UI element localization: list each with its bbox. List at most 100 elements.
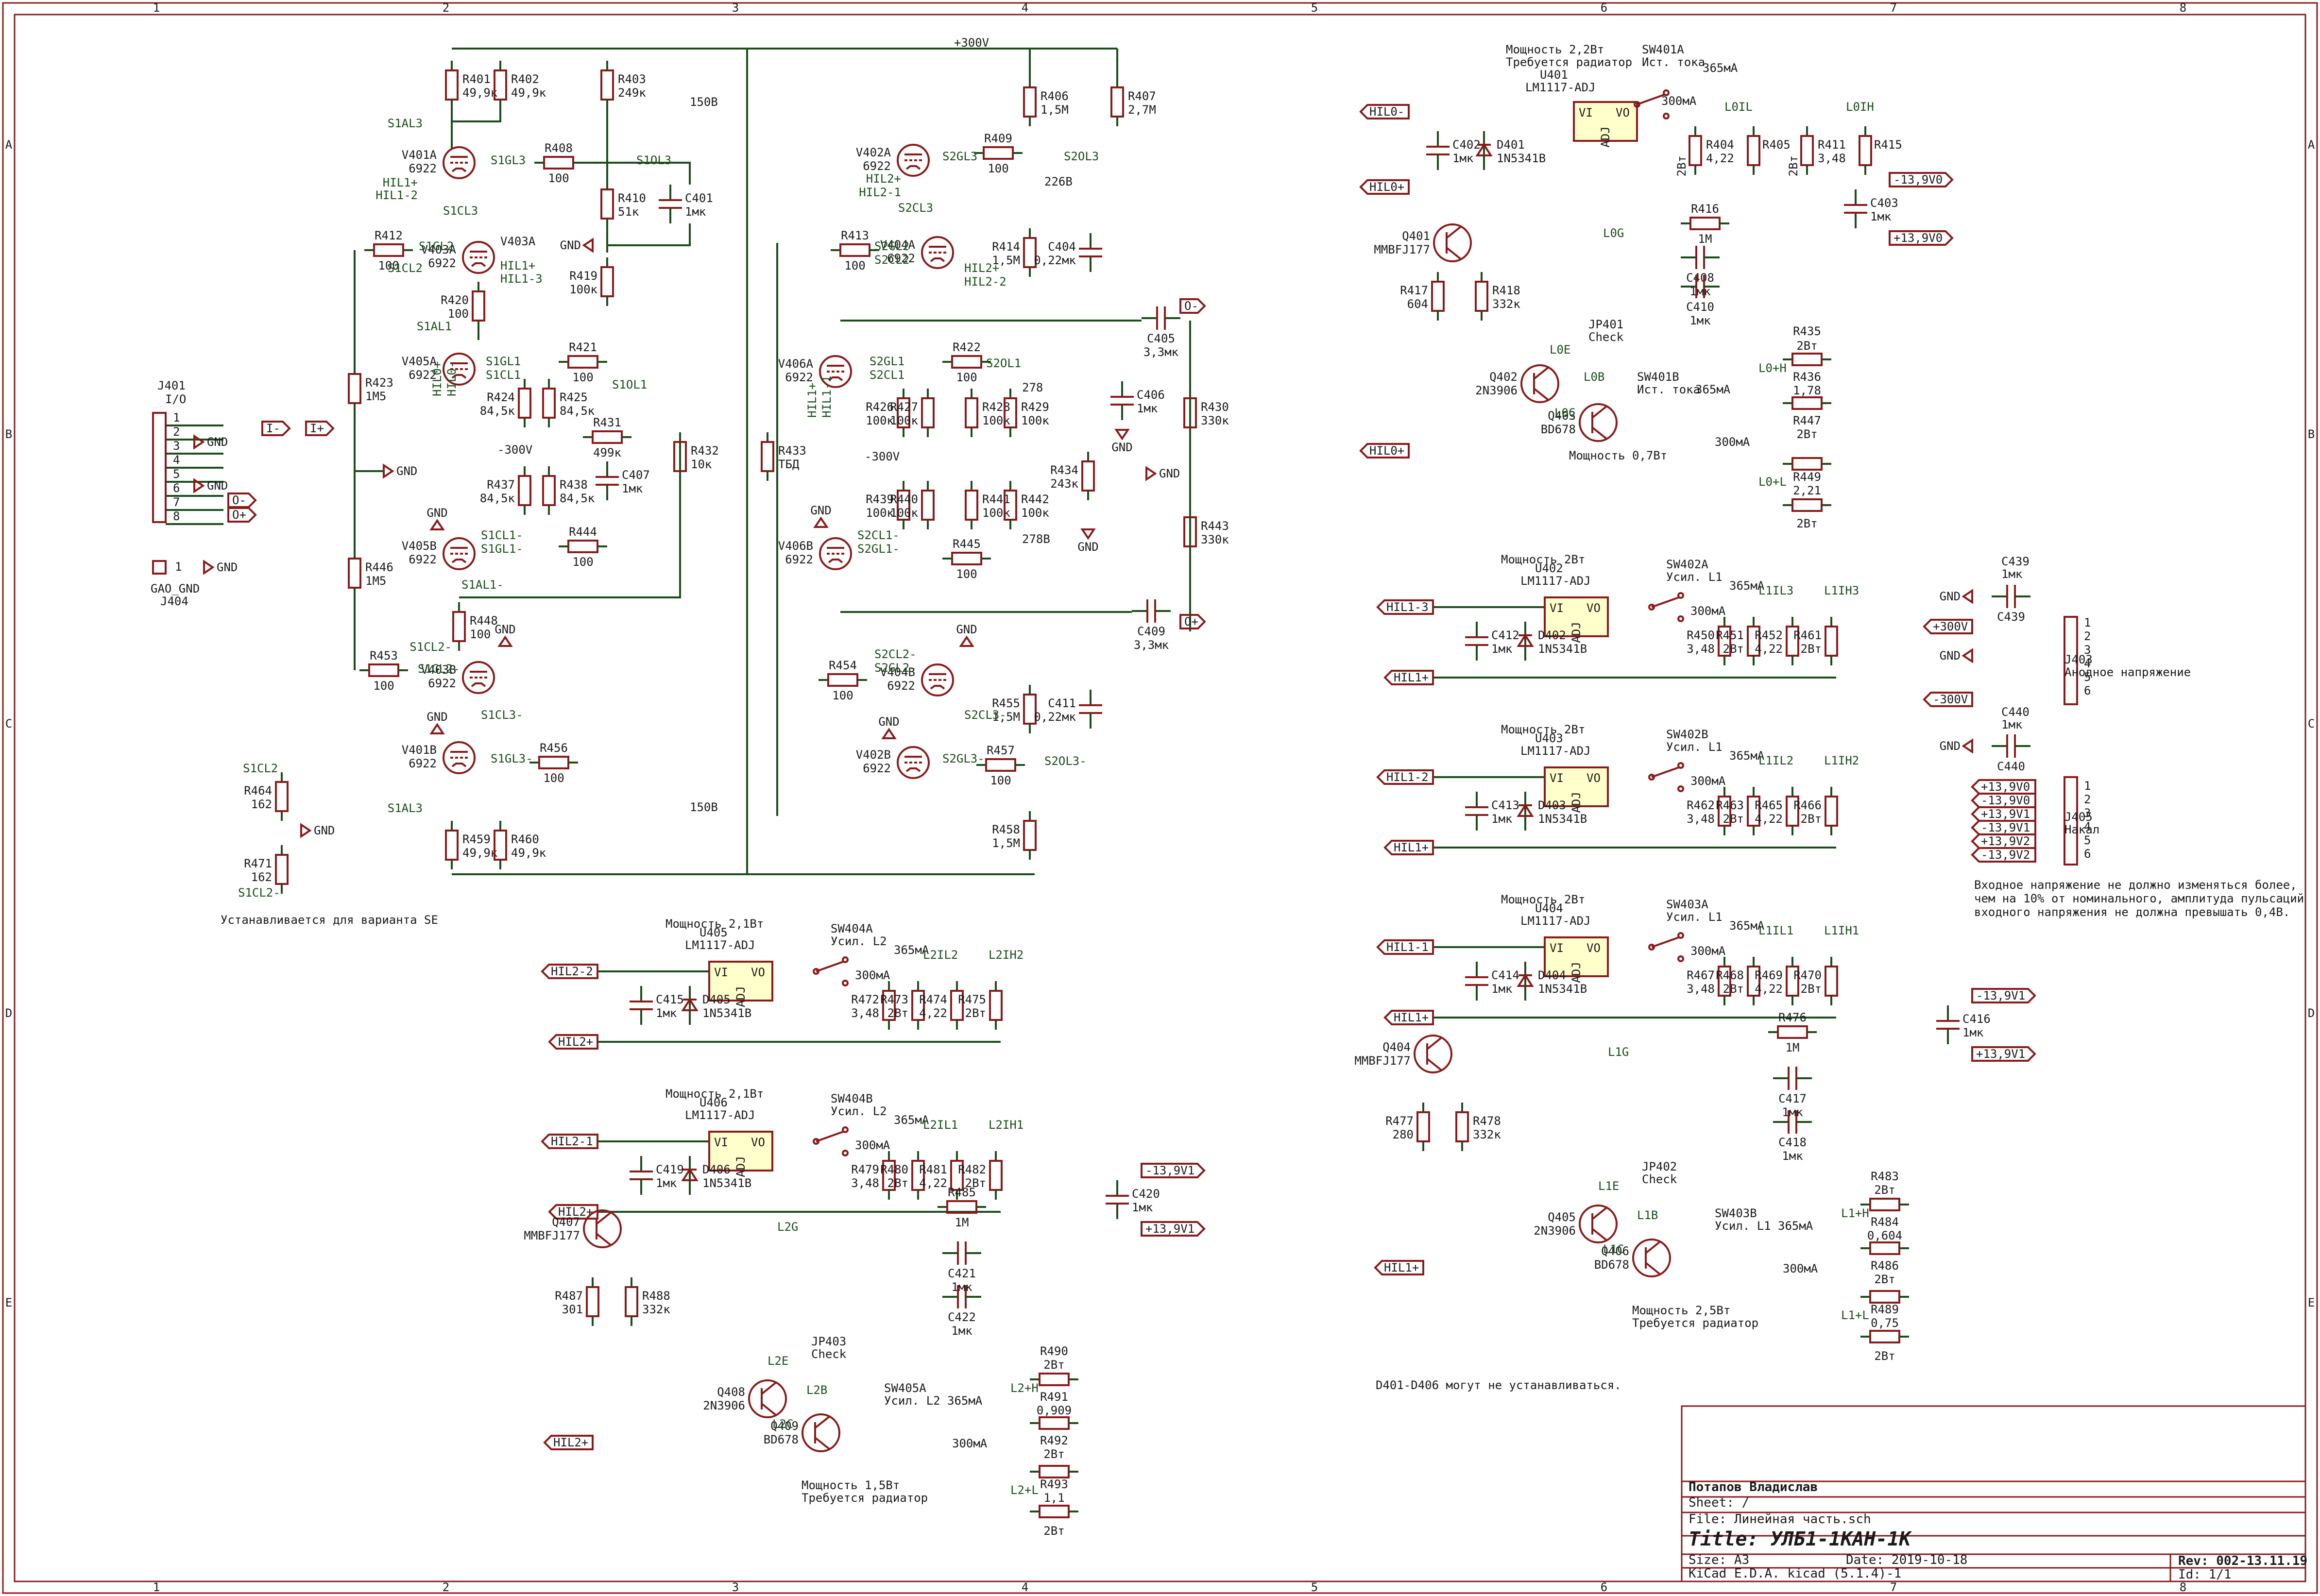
cs-jp-ref: JP402 <box>1642 1160 1677 1173</box>
j401-pin: 5 <box>173 467 180 481</box>
value: 162 <box>251 798 272 811</box>
resistor- <box>1859 126 1872 175</box>
value: 49,9к <box>462 86 498 100</box>
value: 84,5к <box>480 404 515 418</box>
ref: R452 <box>1755 628 1783 642</box>
value: MMBFJ177 <box>1354 1054 1411 1068</box>
value: 0,22мк <box>1034 710 1076 724</box>
col-label-bottom: 4 <box>1022 1580 1028 1594</box>
reg-lo: L1IL3 <box>1758 584 1793 597</box>
ref: C401 <box>685 191 713 205</box>
net-port: O- <box>1179 298 1206 314</box>
value: 1мк <box>1962 1026 1984 1039</box>
id-text: Id: 1/1 <box>2178 1567 2232 1582</box>
reg-lo: L2IL2 <box>923 948 958 962</box>
net-s1ol1: S1OL1 <box>612 378 647 391</box>
net-s1cl2m: S1CL2- <box>409 640 452 654</box>
ref: C419 <box>656 1163 684 1176</box>
u401-r415: R415 <box>1874 138 1902 152</box>
ground-symbol: GND <box>1940 648 1973 663</box>
wire <box>452 109 501 122</box>
net-port: HIL0- <box>1359 104 1410 119</box>
rd-2-ref: R447 <box>1793 414 1821 427</box>
value: 1M <box>1698 232 1712 246</box>
gnd-label: GND <box>396 464 417 478</box>
value: 1мк <box>622 482 643 495</box>
value: 604 <box>1407 297 1428 311</box>
size-text: Size: A3 <box>1689 1553 1749 1567</box>
value: 1мк <box>951 1324 972 1338</box>
value: 1N5341B <box>1538 642 1587 656</box>
reg-type: LM1117-ADJ <box>685 1108 755 1122</box>
cs-pin-b: L1B <box>1637 1208 1658 1222</box>
ref: Q406 <box>1601 1244 1629 1258</box>
reg-i1: 365мА <box>1729 579 1765 593</box>
ground-symbol: GND <box>426 506 448 530</box>
pin-vi: VI <box>1579 106 1593 119</box>
resistor-x <box>1783 353 1831 366</box>
reg-ref: U403 <box>1535 731 1563 745</box>
value: 1N5341B <box>702 1006 751 1020</box>
port-label: -300V <box>1933 693 1968 706</box>
value: 1мк <box>951 1280 972 1294</box>
diode-note: D401-D406 могут не устанавливаться. <box>1376 1378 1621 1392</box>
value: 301 <box>562 1303 583 1316</box>
ref: R465 <box>1755 798 1783 812</box>
u401-pwr: Мощность 0,7Вт <box>1569 449 1667 462</box>
reg-i2: 300мА <box>1690 774 1726 788</box>
reg-ref: U405 <box>699 926 728 939</box>
net-port: -13,9V0 <box>1971 793 2036 808</box>
value: 10к <box>691 458 712 471</box>
value: 2Вт <box>887 1006 908 1020</box>
ref: R451 <box>1716 628 1744 642</box>
value: 243к <box>1050 477 1078 491</box>
col-label-bottom: 1 <box>153 1580 160 1594</box>
net-s2gl2: S2GL2 <box>874 239 909 253</box>
value: 6922 <box>428 256 456 270</box>
value: 1,5M <box>992 836 1020 850</box>
u401-type: LM1117-ADJ <box>1525 81 1596 94</box>
u401-2w: 2Вт <box>1675 155 1689 176</box>
switch <box>1648 592 1684 622</box>
port-label: I- <box>266 422 280 435</box>
ref: R460 <box>511 832 539 846</box>
ref: V401A <box>402 148 437 162</box>
value: 4,22 <box>919 1006 947 1020</box>
value: 3,48 <box>1687 642 1715 656</box>
ref: C408 <box>1686 271 1714 285</box>
ref: Q404 <box>1382 1040 1411 1054</box>
value: 2Вт <box>887 1176 908 1190</box>
c440-ref: C440 <box>2001 705 2030 719</box>
ref: R445 <box>953 537 981 551</box>
ref: R424 <box>487 391 515 404</box>
wire <box>459 432 681 598</box>
j401-pin: 4 <box>173 453 180 467</box>
value: 51к <box>618 205 639 219</box>
ground-symbol: GND <box>383 463 417 479</box>
rd-0-ref: R435 <box>1793 324 1821 338</box>
net-s1gl1m: S1GL1- <box>481 542 523 556</box>
net-s2cl2m: S2CL2- <box>874 647 917 661</box>
net-port: O+ <box>227 507 257 523</box>
cs-swd: Усил. L1 <box>1715 1219 1771 1233</box>
port-label: -13,9V0 <box>1894 173 1943 187</box>
